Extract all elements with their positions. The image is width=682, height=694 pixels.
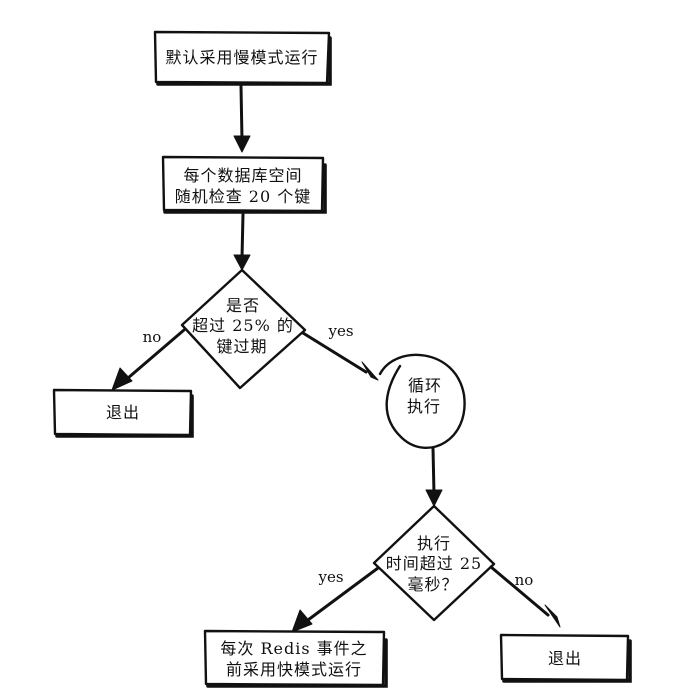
arrow-check-to-decision1-line [240,212,245,260]
exit2-node-box [499,633,630,682]
edge-label-d1-yes: yes [327,322,353,340]
arrow-decision2-yes-line [306,566,380,622]
loop-shape [378,353,466,449]
arrow-decision2-yes-head [291,609,313,633]
arrow-check-to-decision1 [233,212,251,271]
exit2-node-shadow [502,639,632,683]
decision2-diamond [372,504,496,622]
exit1-node-text: 退出 [106,403,140,422]
exit1-node-shadow [55,394,194,438]
check-node: 每个数据库空间 随机检查 20 个键 [161,155,327,214]
arrow-decision2-no: no [489,565,561,628]
check-node-box [161,155,325,213]
arrow-decision2-no-line [489,565,550,617]
arrow-loop-to-decision2-line [431,446,436,496]
edge-label-d1-no: no [143,328,162,346]
arrow-loop-to-decision2 [425,446,443,507]
arrow-start-to-check-head [233,135,251,153]
decision1-text-line3: 键过期 [216,337,267,356]
arrow-decision1-no-head [111,367,133,391]
check-node-shadow [163,163,327,214]
arrow-decision2-yes: yes [291,566,380,633]
edge-label-d2-no: no [515,571,534,589]
decision2-text-line2: 时间超过 25 [386,554,482,573]
fast-node-text-line2: 前采用快模式运行 [226,660,362,679]
decision2-node: 执行 时间超过 25 毫秒？ [372,504,496,622]
edge-label-d2-yes: yes [317,568,343,586]
start-node-text: 默认采用慢模式运行 [165,48,318,67]
start-node: 默认采用慢模式运行 [153,30,332,86]
exit1-node: 退出 [52,388,194,438]
check-node-text-line2: 随机检查 20 个键 [175,187,312,206]
arrow-decision1-yes-line [301,331,368,374]
arrow-decision2-no-head [544,604,561,628]
loop-text-line2: 执行 [407,397,441,416]
decision1-text-line1: 是否 [226,296,260,315]
exit2-node-text: 退出 [548,649,582,668]
arrow-loop-to-decision2-head [425,489,443,507]
arrow-check-to-decision1-head [233,254,251,271]
arrow-decision1-no: no [111,328,186,391]
arrow-start-to-check [233,84,251,153]
fast-node: 每次 Redis 事件之 前采用快模式运行 [203,629,388,688]
arrow-decision1-yes: yes [301,322,379,381]
fast-node-text-line1: 每次 Redis 事件之 [220,639,367,658]
decision1-diamond [180,268,307,390]
decision2-text-line3: 毫秒？ [407,575,458,594]
check-node-text-line1: 每个数据库空间 [183,166,302,185]
start-node-shadow [156,36,332,86]
loop-node: 循环 执行 [378,353,466,449]
decision1-text-line2: 超过 25% 的 [192,316,294,335]
fast-node-box [203,629,386,687]
start-node-box [153,30,331,85]
loop-text-line1: 循环 [408,376,442,395]
exit1-node-box [52,388,193,437]
arrow-decision1-no-line [126,328,186,380]
fast-node-shadow [206,638,388,688]
decision2-text-line1: 执行 [417,534,451,553]
exit2-node: 退出 [499,633,632,683]
arrow-decision1-yes-head [361,361,379,381]
arrow-start-to-check-line [239,84,244,142]
decision1-node: 是否 超过 25% 的 键过期 [180,268,307,390]
